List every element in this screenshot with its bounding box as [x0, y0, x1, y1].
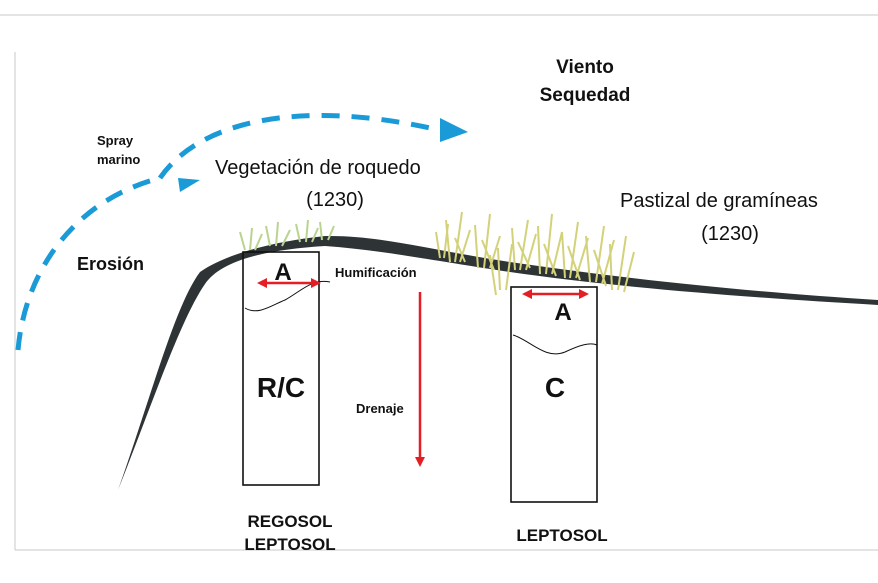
spray-arrow — [15, 113, 468, 351]
profile-1-box — [242, 251, 320, 486]
profile-1-name-line2: LEPTOSOL — [244, 535, 335, 554]
soil-profile-1 — [242, 251, 331, 486]
spray-label-line2: marino — [97, 152, 140, 167]
profile-1-horizon-a: A — [274, 259, 291, 286]
dryness-label: Sequedad — [540, 85, 631, 106]
terrain-surface — [118, 235, 878, 490]
soil-profile-2 — [510, 286, 598, 503]
profile-1-horizon-rc: R/C — [257, 372, 305, 403]
rock-vegetation-code: (1230) — [306, 189, 364, 211]
grassland-plants — [435, 211, 635, 296]
profile-2-horizon-c: C — [545, 372, 565, 403]
profile-2-horizon-a: A — [554, 299, 571, 326]
profile-2-name: LEPTOSOL — [516, 526, 607, 545]
rock-vegetation-label: Vegetación de roquedo — [215, 157, 421, 179]
profile-1-name-line1: REGOSOL — [247, 512, 332, 531]
grassland-code: (1230) — [701, 223, 759, 245]
humification-label: Humificación — [335, 265, 417, 280]
erosion-label: Erosión — [77, 254, 144, 274]
wind-label: Viento — [556, 57, 614, 78]
drainage-label: Drenaje — [356, 401, 404, 416]
spray-label-line1: Spray — [97, 133, 134, 148]
profile-2-horizon-boundary — [512, 334, 598, 355]
rock-vegetation-plants — [239, 219, 335, 251]
grassland-label: Pastizal de gramíneas — [620, 190, 818, 212]
profile-2-box — [510, 286, 598, 503]
